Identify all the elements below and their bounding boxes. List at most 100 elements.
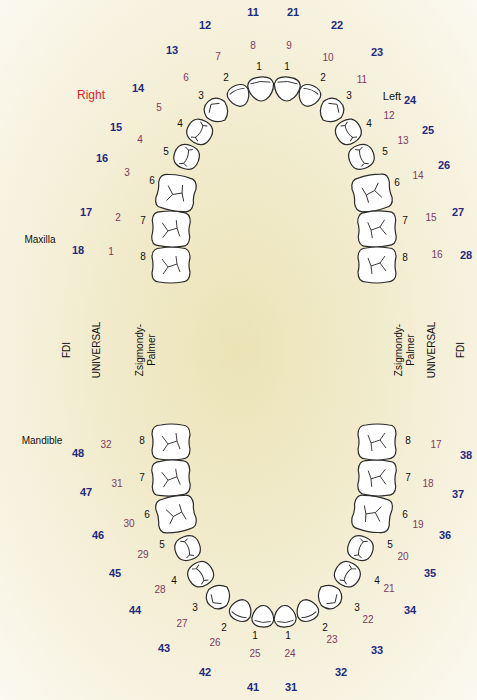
fdi-number: 27 [452,206,464,219]
palmer-number: 2 [223,72,229,84]
premolar-tooth [172,533,204,564]
palmer-number: 2 [221,622,227,634]
palmer-number: 1 [284,61,290,73]
system-label: Zsigmondy- Palmer [134,318,157,382]
palmer-number: 1 [285,630,291,642]
palmer-number: 2 [320,72,326,84]
palmer-number: 1 [256,61,262,73]
palmer-number: 6 [144,509,150,521]
premolar-tooth [346,141,378,172]
palmer-number: 4 [374,575,380,587]
fdi-number: 33 [371,644,383,657]
side-label: Right [77,89,105,103]
molar-tooth [154,172,198,214]
fdi-number: 31 [285,681,297,694]
universal-number: 7 [215,51,221,63]
incisor-tooth [273,605,296,628]
palmer-number: 5 [163,146,169,158]
universal-number: 4 [137,134,143,146]
fdi-number: 13 [166,44,178,57]
universal-number: 26 [209,637,220,649]
molar-tooth [151,210,190,247]
palmer-number: 3 [192,602,198,614]
palmer-number: 8 [140,251,146,263]
universal-number: 2 [115,212,121,224]
universal-number: 29 [137,549,148,561]
palmer-number: 7 [405,472,411,484]
palmer-number: 2 [322,622,328,634]
incisor-tooth [227,596,255,624]
jaw-label: Mandible [22,435,63,447]
universal-number: 27 [176,618,187,630]
universal-number: 19 [412,519,423,531]
universal-number: 1 [108,246,114,258]
palmer-number: 6 [402,509,408,521]
molar-tooth [152,424,190,460]
system-label: UNIVERSAL [426,318,438,382]
fdi-number: 26 [438,159,450,172]
molar-tooth [350,493,394,535]
universal-number: 22 [362,614,373,626]
universal-number: 30 [123,518,134,530]
palmer-number: 5 [387,539,393,551]
universal-number: 9 [286,40,292,52]
premolar-tooth [184,557,218,591]
fdi-number: 17 [80,206,92,219]
palmer-number: 7 [402,215,408,227]
universal-number: 11 [357,74,367,86]
premolar-tooth [330,557,364,591]
molar-tooth [357,459,396,496]
fdi-number: 21 [287,6,299,19]
universal-number: 3 [124,167,130,179]
premolar-tooth [171,141,203,172]
molar-tooth [154,493,198,535]
universal-number: 14 [412,170,423,182]
universal-number: 28 [154,584,165,596]
fdi-number: 41 [247,681,259,694]
lower-arch [151,424,396,628]
molar-tooth [358,247,396,283]
universal-number: 13 [397,135,408,147]
fdi-number: 35 [424,567,436,580]
jaw-label: Maxilla [24,234,55,246]
universal-number: 24 [284,648,295,660]
fdi-number: 16 [96,152,108,165]
fdi-number: 22 [331,19,343,32]
premolar-tooth [345,533,377,564]
palmer-number: 1 [252,630,258,642]
palmer-number: 7 [140,215,146,227]
palmer-number: 7 [139,472,145,484]
fdi-number: 38 [460,449,472,462]
fdi-number: 43 [158,642,170,655]
universal-number: 23 [326,634,337,646]
universal-number: 6 [183,72,189,84]
molar-tooth [357,210,396,247]
palmer-number: 6 [149,175,155,187]
universal-number: 32 [100,439,111,451]
palmer-number: 8 [405,435,411,447]
fdi-number: 34 [404,604,416,617]
fdi-number: 11 [247,6,259,19]
universal-number: 5 [156,102,162,114]
palmer-number: 4 [171,575,177,587]
universal-number: 20 [397,551,408,563]
universal-number: 16 [431,249,442,261]
fdi-number: 48 [72,447,84,460]
fdi-number: 18 [72,244,84,257]
universal-number: 21 [383,583,394,595]
incisor-tooth [295,82,323,110]
fdi-number: 44 [129,604,141,617]
universal-number: 15 [425,212,436,224]
universal-number: 17 [430,439,441,451]
palmer-number: 5 [159,539,165,551]
fdi-number: 14 [132,82,144,95]
fdi-number: 12 [199,19,211,32]
system-label: Zsigmondy- Palmer [393,318,416,382]
system-label: UNIVERSAL [91,318,103,382]
side-label: Left [383,90,401,103]
palmer-number: 4 [177,118,183,130]
palmer-number: 6 [394,177,400,189]
universal-number: 8 [250,40,256,52]
